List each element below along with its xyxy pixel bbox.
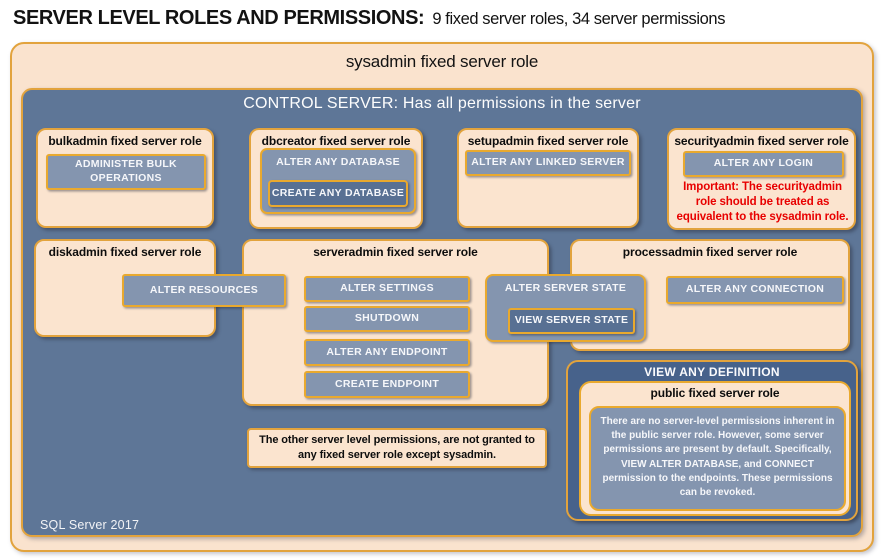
permission-alter-any-database: ALTER ANY DATABASE CREATE ANY DATABASE [260, 148, 416, 214]
setupadmin-role-title: setupadmin fixed server role [467, 134, 629, 148]
other-permissions-note: The other server level permissions, are … [247, 428, 547, 468]
securityadmin-role-box: securityadmin fixed server role ALTER AN… [667, 128, 856, 230]
permission-alter-resources: ALTER RESOURCES [122, 274, 286, 307]
sysadmin-role-box: sysadmin fixed server role CONTROL SERVE… [10, 42, 874, 552]
diskadmin-role-title: diskadmin fixed server role [48, 245, 202, 259]
public-role-box: public fixed server role There are no se… [579, 381, 851, 516]
permission-create-endpoint: CREATE ENDPOINT [304, 371, 470, 398]
view-any-definition-label: VIEW ANY DEFINITION [644, 365, 780, 379]
permission-create-any-database: CREATE ANY DATABASE [268, 180, 408, 207]
control-server-panel: CONTROL SERVER: Has all permissions in t… [21, 88, 863, 537]
permission-alter-any-connection: ALTER ANY CONNECTION [666, 276, 844, 304]
public-role-title: public fixed server role [650, 386, 780, 400]
permission-alter-any-linked-server: ALTER ANY LINKED SERVER [465, 150, 631, 176]
permission-alter-any-login: ALTER ANY LOGIN [683, 151, 844, 177]
view-any-definition-box: VIEW ANY DEFINITION public fixed server … [566, 360, 858, 521]
permission-shutdown: SHUTDOWN [304, 306, 470, 332]
permission-view-server-state: VIEW SERVER STATE [508, 308, 635, 334]
page-title: SERVER LEVEL ROLES AND PERMISSIONS: 9 fi… [13, 7, 725, 30]
serveradmin-role-title: serveradmin fixed server role [313, 245, 478, 259]
permission-alter-any-database-label: ALTER ANY DATABASE [276, 156, 400, 168]
dbcreator-role-box: dbcreator fixed server role ALTER ANY DA… [249, 128, 423, 229]
page-title-sub: 9 fixed server roles, 34 server permissi… [432, 10, 726, 28]
public-role-description: There are no server-level permissions in… [589, 406, 846, 511]
permission-administer-bulk-operations: ADMINISTER BULK OPERATIONS [46, 154, 206, 190]
permission-alter-server-state-label: ALTER SERVER STATE [504, 282, 627, 294]
bulkadmin-role-title: bulkadmin fixed server role [48, 134, 202, 148]
control-server-label: CONTROL SERVER: Has all permissions in t… [243, 95, 641, 112]
permission-alter-server-state: ALTER SERVER STATE VIEW SERVER STATE [485, 274, 646, 342]
page-title-main: SERVER LEVEL ROLES AND PERMISSIONS: [13, 7, 425, 29]
setupadmin-role-box: setupadmin fixed server role ALTER ANY L… [457, 128, 639, 228]
securityadmin-warning-text: Important: The securityadmin role should… [676, 181, 849, 223]
permission-alter-settings: ALTER SETTINGS [304, 276, 470, 302]
sysadmin-role-label: sysadmin fixed server role [345, 52, 539, 71]
bulkadmin-role-box: bulkadmin fixed server role ADMINISTER B… [36, 128, 214, 228]
processadmin-role-title: processadmin fixed server role [622, 245, 798, 259]
permission-alter-any-endpoint: ALTER ANY ENDPOINT [304, 339, 470, 366]
securityadmin-role-title: securityadmin fixed server role [674, 134, 849, 148]
version-label: SQL Server 2017 [40, 518, 140, 532]
dbcreator-role-title: dbcreator fixed server role [261, 134, 411, 148]
